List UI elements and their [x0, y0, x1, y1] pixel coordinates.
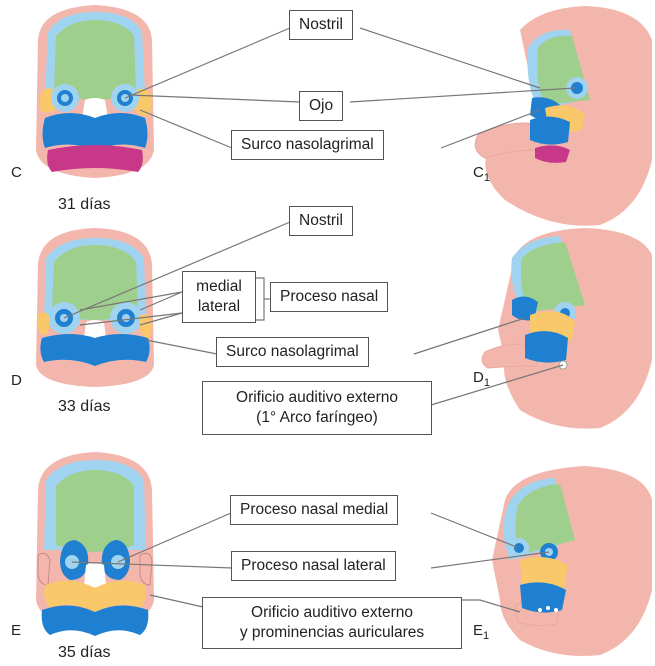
label-orificio-auditivo-externo-d: Orificio auditivo externo (1° Arco farín… [202, 381, 432, 435]
label-orif-prom-line2: y prominencias auriculares [211, 623, 453, 643]
label-lateral: lateral [189, 297, 249, 317]
label-orificio-prominencias: Orificio auditivo externo y prominencias… [202, 597, 462, 649]
label-medial-lateral-box: medial lateral [182, 271, 256, 323]
stage-letter-e: E [11, 622, 21, 639]
embryo-front-35-days [36, 452, 154, 636]
stage-letter-c1: C1 [473, 164, 490, 184]
label-ojo: Ojo [299, 91, 343, 121]
stage-letter-d: D [11, 372, 22, 389]
embryo-side-33-days [482, 228, 652, 429]
stage-letter-e1: E1 [473, 622, 489, 642]
label-medial: medial [189, 277, 249, 297]
label-orificio-line2: (1° Arco faríngeo) [211, 408, 423, 428]
embryo-side-35-days [492, 466, 652, 656]
label-surco-nasolagrimal-c: Surco nasolagrimal [231, 130, 384, 160]
stage-letter-d1: D1 [473, 369, 490, 389]
stage-letter-c: C [11, 164, 22, 181]
label-proceso-nasal-medial: Proceso nasal medial [230, 495, 398, 525]
embryo-side-31-days [475, 6, 652, 226]
stage-days-e: 35 días [58, 644, 110, 662]
stage-days-d: 33 días [58, 398, 110, 416]
label-proceso-nasal-lateral: Proceso nasal lateral [231, 551, 396, 581]
label-orificio-line1: Orificio auditivo externo [211, 388, 423, 408]
embryo-front-31-days [36, 5, 154, 178]
label-surco-nasolagrimal-d: Surco nasolagrimal [216, 337, 369, 367]
label-nostril-c: Nostril [289, 10, 353, 40]
label-orif-prom-line1: Orificio auditivo externo [211, 603, 453, 623]
stage-days-c: 31 días [58, 196, 110, 214]
label-nostril-d: Nostril [289, 206, 353, 236]
label-proceso-nasal: Proceso nasal [270, 282, 388, 312]
